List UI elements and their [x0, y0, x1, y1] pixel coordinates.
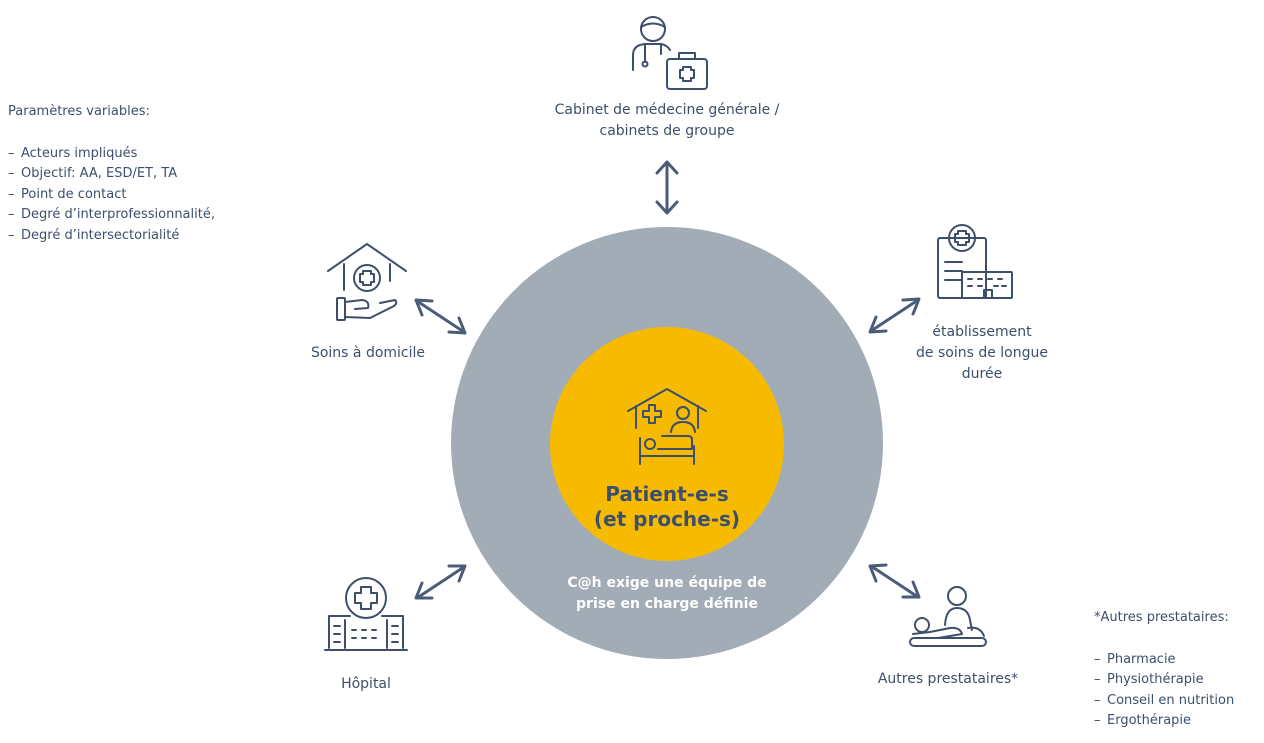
- arrow-other: [868, 563, 921, 599]
- ltc-label-line3: durée: [961, 366, 1003, 382]
- home-patient-bed-icon: [627, 388, 707, 465]
- list-item: Objectif: AA, ESD/ET, TA: [8, 164, 308, 185]
- variable-parameters-title: Paramètres variables:: [8, 104, 150, 119]
- list-item: Acteurs impliqués: [8, 144, 308, 165]
- variable-parameters-panel: Paramètres variables: Acteurs impliqués …: [8, 102, 308, 246]
- cabinet-label-line2: cabinets de groupe: [599, 123, 735, 139]
- house-hand-cross-icon: [327, 243, 407, 321]
- care-team-note-line1: C@h exige une équipe de: [567, 575, 767, 591]
- patient-title: Patient-e-s (et proche-s): [560, 482, 774, 532]
- other-providers-label-text: Autres prestataires*: [877, 671, 1019, 687]
- care-team-note-line2: prise en charge définie: [576, 596, 758, 612]
- massage-therapy-icon: [909, 586, 987, 647]
- arrow-homecare: [414, 298, 467, 335]
- list-item: Pharmacie: [1094, 650, 1262, 671]
- hospital-label-text: Hôpital: [341, 676, 391, 692]
- other-providers-list: Pharmacie Physiothérapie Conseil en nutr…: [1094, 650, 1262, 732]
- arrow-hospital: [414, 564, 467, 600]
- patient-title-line1: Patient-e-s: [605, 482, 729, 506]
- patient-title-line2: (et proche-s): [593, 507, 741, 531]
- list-item: Ergothérapie: [1094, 711, 1262, 732]
- list-item: Conseil en nutrition: [1094, 691, 1262, 712]
- ltc-label-line1: établissement: [932, 324, 1032, 340]
- list-item: Degré d’intersectorialité: [8, 226, 308, 247]
- arrow-cabinet: [655, 160, 679, 215]
- list-item: Physiothérapie: [1094, 670, 1262, 691]
- other-providers-title: *Autres prestataires:: [1094, 610, 1229, 625]
- other-providers-label: Autres prestataires*: [850, 669, 1046, 690]
- variable-parameters-list: Acteurs impliqués Objectif: AA, ESD/ET, …: [8, 144, 308, 247]
- list-item: Point de contact: [8, 185, 308, 206]
- hospital-label: Hôpital: [306, 674, 426, 695]
- cabinet-label: Cabinet de médecine générale / cabinets …: [520, 100, 814, 142]
- care-team-note: C@h exige une équipe de prise en charge …: [530, 573, 804, 615]
- list-item: Degré d’interprofessionnalité,: [8, 205, 308, 226]
- homecare-label-text: Soins à domicile: [310, 345, 426, 361]
- hospital-icon: [324, 577, 408, 651]
- arrow-ltc: [868, 297, 921, 334]
- ltc-label-line2: de soins de longue: [916, 345, 1048, 361]
- doctor-with-medical-bag-icon: [632, 16, 708, 90]
- ltc-label: établissement de soins de longue durée: [870, 322, 1094, 385]
- clinic-building-icon: [937, 224, 1013, 299]
- cabinet-label-line1: Cabinet de médecine générale /: [554, 102, 780, 118]
- patient-circle: [550, 327, 784, 561]
- other-providers-panel: *Autres prestataires: Pharmacie Physioth…: [1094, 608, 1262, 732]
- homecare-label: Soins à domicile: [286, 343, 450, 364]
